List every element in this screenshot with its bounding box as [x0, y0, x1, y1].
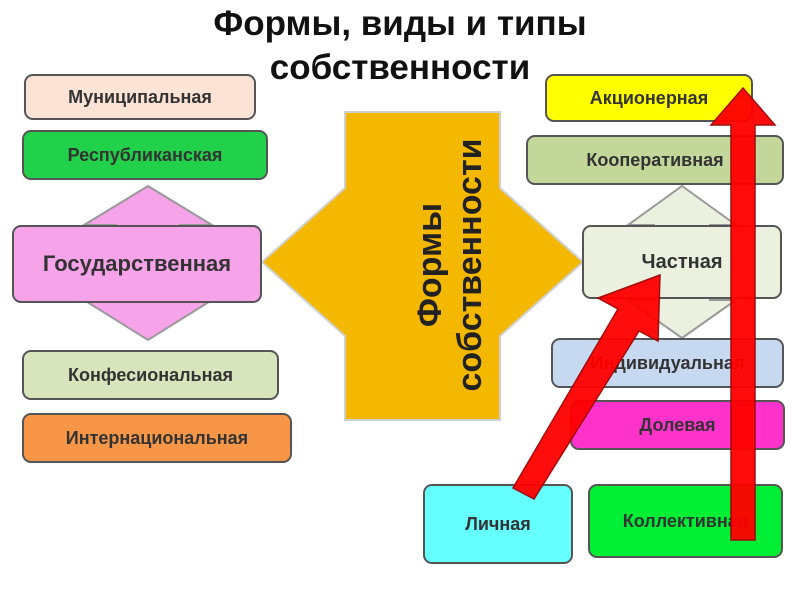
box-municipal: Муниципальная: [24, 74, 256, 120]
box-personal: Личная: [423, 484, 573, 564]
collective-to-joint-stock-arrow: [709, 86, 777, 541]
box-confessional: Конфесиональная: [22, 350, 279, 400]
box-republic: Республиканская: [22, 130, 268, 180]
box-state: Государственная: [12, 225, 262, 303]
page-title: Формы, виды и типы собственности: [213, 4, 587, 87]
personal-to-private-arrow: [511, 273, 661, 500]
box-joint-stock: Акционерная: [545, 74, 753, 122]
box-international: Интернациональная: [22, 413, 292, 463]
